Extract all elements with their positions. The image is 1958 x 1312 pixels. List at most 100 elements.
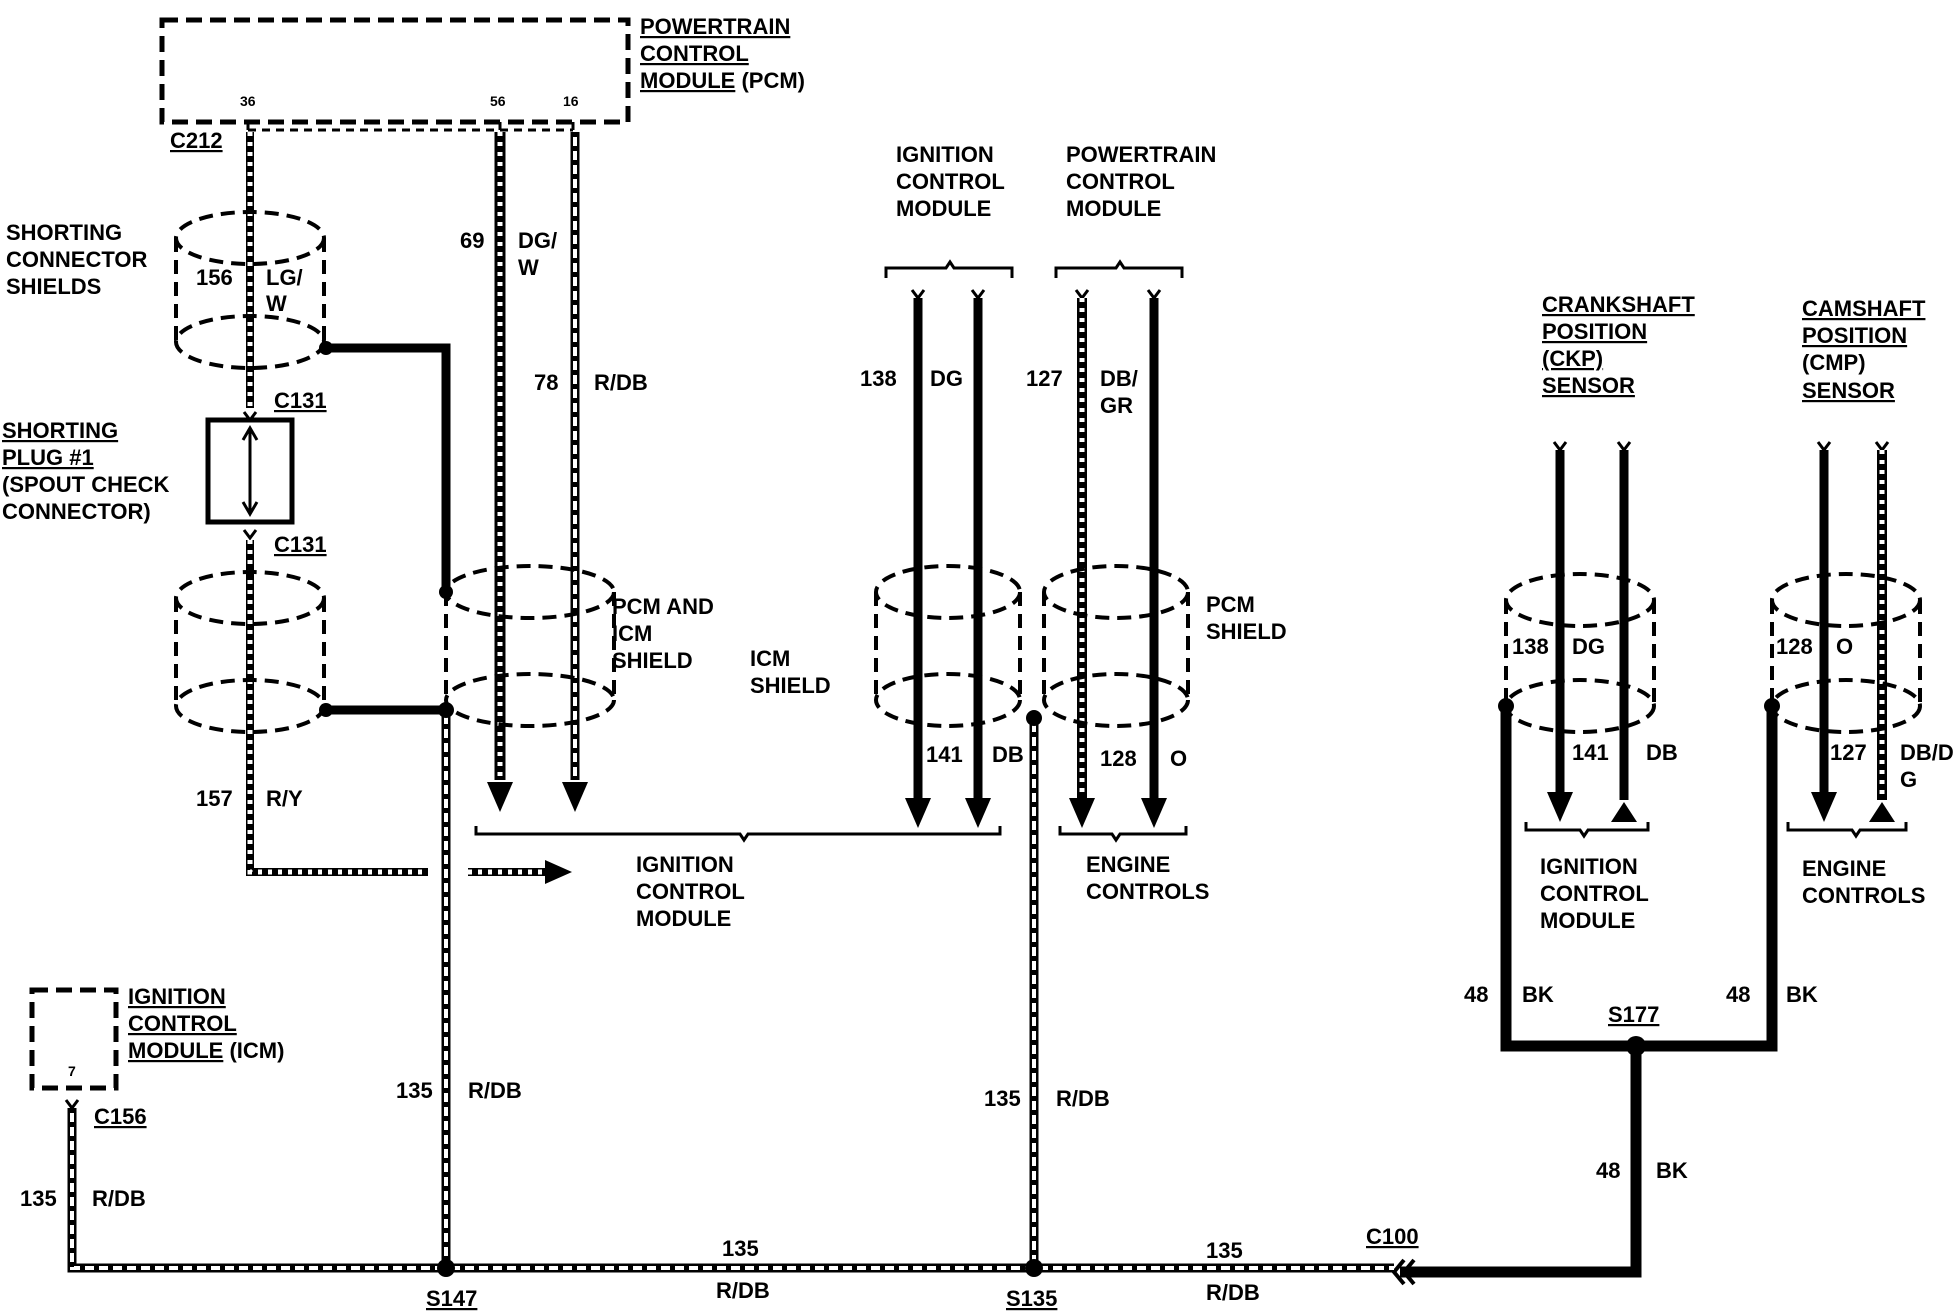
icm-shield-cylinder: [874, 564, 1022, 728]
wire-138-right-circuit: 138: [1512, 634, 1549, 659]
icm-box-label-1: IGNITION: [128, 984, 226, 1009]
mid-shield-drain-dot: [1026, 710, 1042, 726]
wire-135-icm: [67, 1108, 446, 1273]
pcm-title-3: MODULE (PCM): [640, 68, 805, 93]
shorting-plug: [205, 411, 295, 541]
icm-mid-brace: [474, 826, 1002, 843]
cmp-label-1: CAMSHAFT: [1802, 296, 1926, 321]
pcm-icm-shield-label-2: ICM: [612, 621, 652, 646]
splice-s177: S177: [1608, 1002, 1659, 1027]
wire-156-color-1: LG/: [266, 265, 303, 290]
connector-c100: C100: [1366, 1224, 1419, 1249]
wire-135-s135-circuit: 135: [984, 1086, 1021, 1111]
wire-127-mid: [1069, 289, 1095, 828]
wire-69-color-2: W: [518, 255, 539, 280]
dest-icm-mid-label-3: MODULE: [636, 906, 731, 931]
icm-pin-7: 7: [68, 1063, 76, 1079]
wire-157-color: R/Y: [266, 786, 303, 811]
dest-engine-mid-label-2: CONTROLS: [1086, 879, 1209, 904]
icm-top-label-3: MODULE: [896, 196, 991, 221]
wire-78: [562, 132, 588, 812]
ckp-label-1: CRANKSHAFT: [1542, 292, 1695, 317]
pcm-icm-shield: [444, 564, 616, 728]
wire-128-right-circuit: 128: [1776, 634, 1813, 659]
splice-s147-dot: [437, 1259, 455, 1277]
wire-127-mid-color-1: DB/: [1100, 366, 1138, 391]
connector-c212: C212: [170, 128, 223, 153]
dest-icm-right-label-1: IGNITION: [1540, 854, 1638, 879]
wire-127-mid-color-2: GR: [1100, 393, 1133, 418]
shield-drain-top-dot: [319, 341, 333, 355]
pcm-pin-56: 56: [490, 93, 506, 109]
wire-128-mid: [1141, 289, 1167, 828]
wire-138-mid-circuit: 138: [860, 366, 897, 391]
wire-138-right-color: DG: [1572, 634, 1605, 659]
wire-135-bottom-right-color: R/DB: [1206, 1280, 1260, 1305]
wire-156-color-2: W: [266, 291, 287, 316]
splice-s135: S135: [1006, 1286, 1057, 1311]
ckp-label-3: (CKP): [1542, 346, 1603, 371]
wire-48-right-color: BK: [1786, 982, 1818, 1007]
cmp-shield-drain-dot: [1764, 698, 1780, 714]
icm-box-label-3: MODULE (ICM): [128, 1038, 284, 1063]
pcm-shield-label-2: SHIELD: [1206, 619, 1287, 644]
wire-128-right-color: O: [1836, 634, 1853, 659]
wire-157-arrow: [468, 860, 572, 884]
connector-c131-top: C131: [274, 388, 327, 413]
pcm-title-1: POWERTRAIN: [640, 14, 790, 39]
wire-135-s147-circuit: 135: [396, 1078, 433, 1103]
pcm-shield-cylinder: [1042, 564, 1190, 728]
icm-right-brace: [1524, 822, 1650, 839]
ckp-label-2: POSITION: [1542, 319, 1647, 344]
dest-icm-mid-label-2: CONTROL: [636, 879, 745, 904]
cmp-label-2: POSITION: [1802, 323, 1907, 348]
dest-icm-right-label-2: CONTROL: [1540, 881, 1649, 906]
wire-127-right-color-2: G: [1900, 767, 1917, 792]
wire-141-mid-color: DB: [992, 742, 1024, 767]
wire-128-right: [1811, 441, 1837, 822]
shorting-plug-label-2: PLUG #1: [2, 445, 94, 470]
wire-135-bottom-mid-circuit: 135: [722, 1236, 759, 1261]
wire-138-mid: [905, 289, 931, 828]
wire-128-mid-circuit: 128: [1100, 746, 1137, 771]
icm-box-label-2: CONTROL: [128, 1011, 237, 1036]
pcm-top-label-2: CONTROL: [1066, 169, 1175, 194]
icm-top-brace: [884, 259, 1014, 278]
icm-shield-label-2: SHIELD: [750, 673, 831, 698]
shorting-plug-label-1: SHORTING: [2, 418, 118, 443]
wire-48-bottom-circuit: 48: [1596, 1158, 1620, 1183]
engine-mid-brace: [1058, 826, 1188, 843]
wire-141-right-color: DB: [1646, 740, 1678, 765]
ckp-shield-drain-dot: [1498, 698, 1514, 714]
pcm-title-2: CONTROL: [640, 41, 749, 66]
wire-135-bottom-mid-color: R/DB: [716, 1278, 770, 1303]
shorting-shields-label-3: SHIELDS: [6, 274, 101, 299]
cmp-label-4: SENSOR: [1802, 378, 1895, 403]
ckp-label-4: SENSOR: [1542, 373, 1635, 398]
wire-69: [487, 132, 513, 812]
wire-127-mid-circuit: 127: [1026, 366, 1063, 391]
wire-135-s135-color: R/DB: [1056, 1086, 1110, 1111]
pcm-top-label-1: POWERTRAIN: [1066, 142, 1216, 167]
wire-141-right: [1611, 441, 1637, 822]
shorting-connector-shield-bottom: [174, 570, 326, 734]
wire-78-circuit: 78: [534, 370, 558, 395]
wire-157-circuit: 157: [196, 786, 233, 811]
cmp-label-3: (CMP): [1802, 350, 1866, 375]
wire-48-left-color: BK: [1522, 982, 1554, 1007]
wire-156-circuit: 156: [196, 265, 233, 290]
pcm-shield-label-1: PCM: [1206, 592, 1255, 617]
icm-connector-box: 7: [29, 987, 119, 1091]
wire-128-mid-color: O: [1170, 746, 1187, 771]
icm-top-label-2: CONTROL: [896, 169, 1005, 194]
pcm-pin-16: 16: [563, 93, 579, 109]
wire-135-icm-circuit: 135: [20, 1186, 57, 1211]
pcm-top-brace: [1054, 259, 1184, 278]
dest-engine-mid-label-1: ENGINE: [1086, 852, 1170, 877]
wire-127-right-circuit: 127: [1830, 740, 1867, 765]
dest-engine-right-label-1: ENGINE: [1802, 856, 1886, 881]
wire-138-right: [1547, 441, 1573, 822]
connector-c156-symbol: [64, 1099, 80, 1111]
